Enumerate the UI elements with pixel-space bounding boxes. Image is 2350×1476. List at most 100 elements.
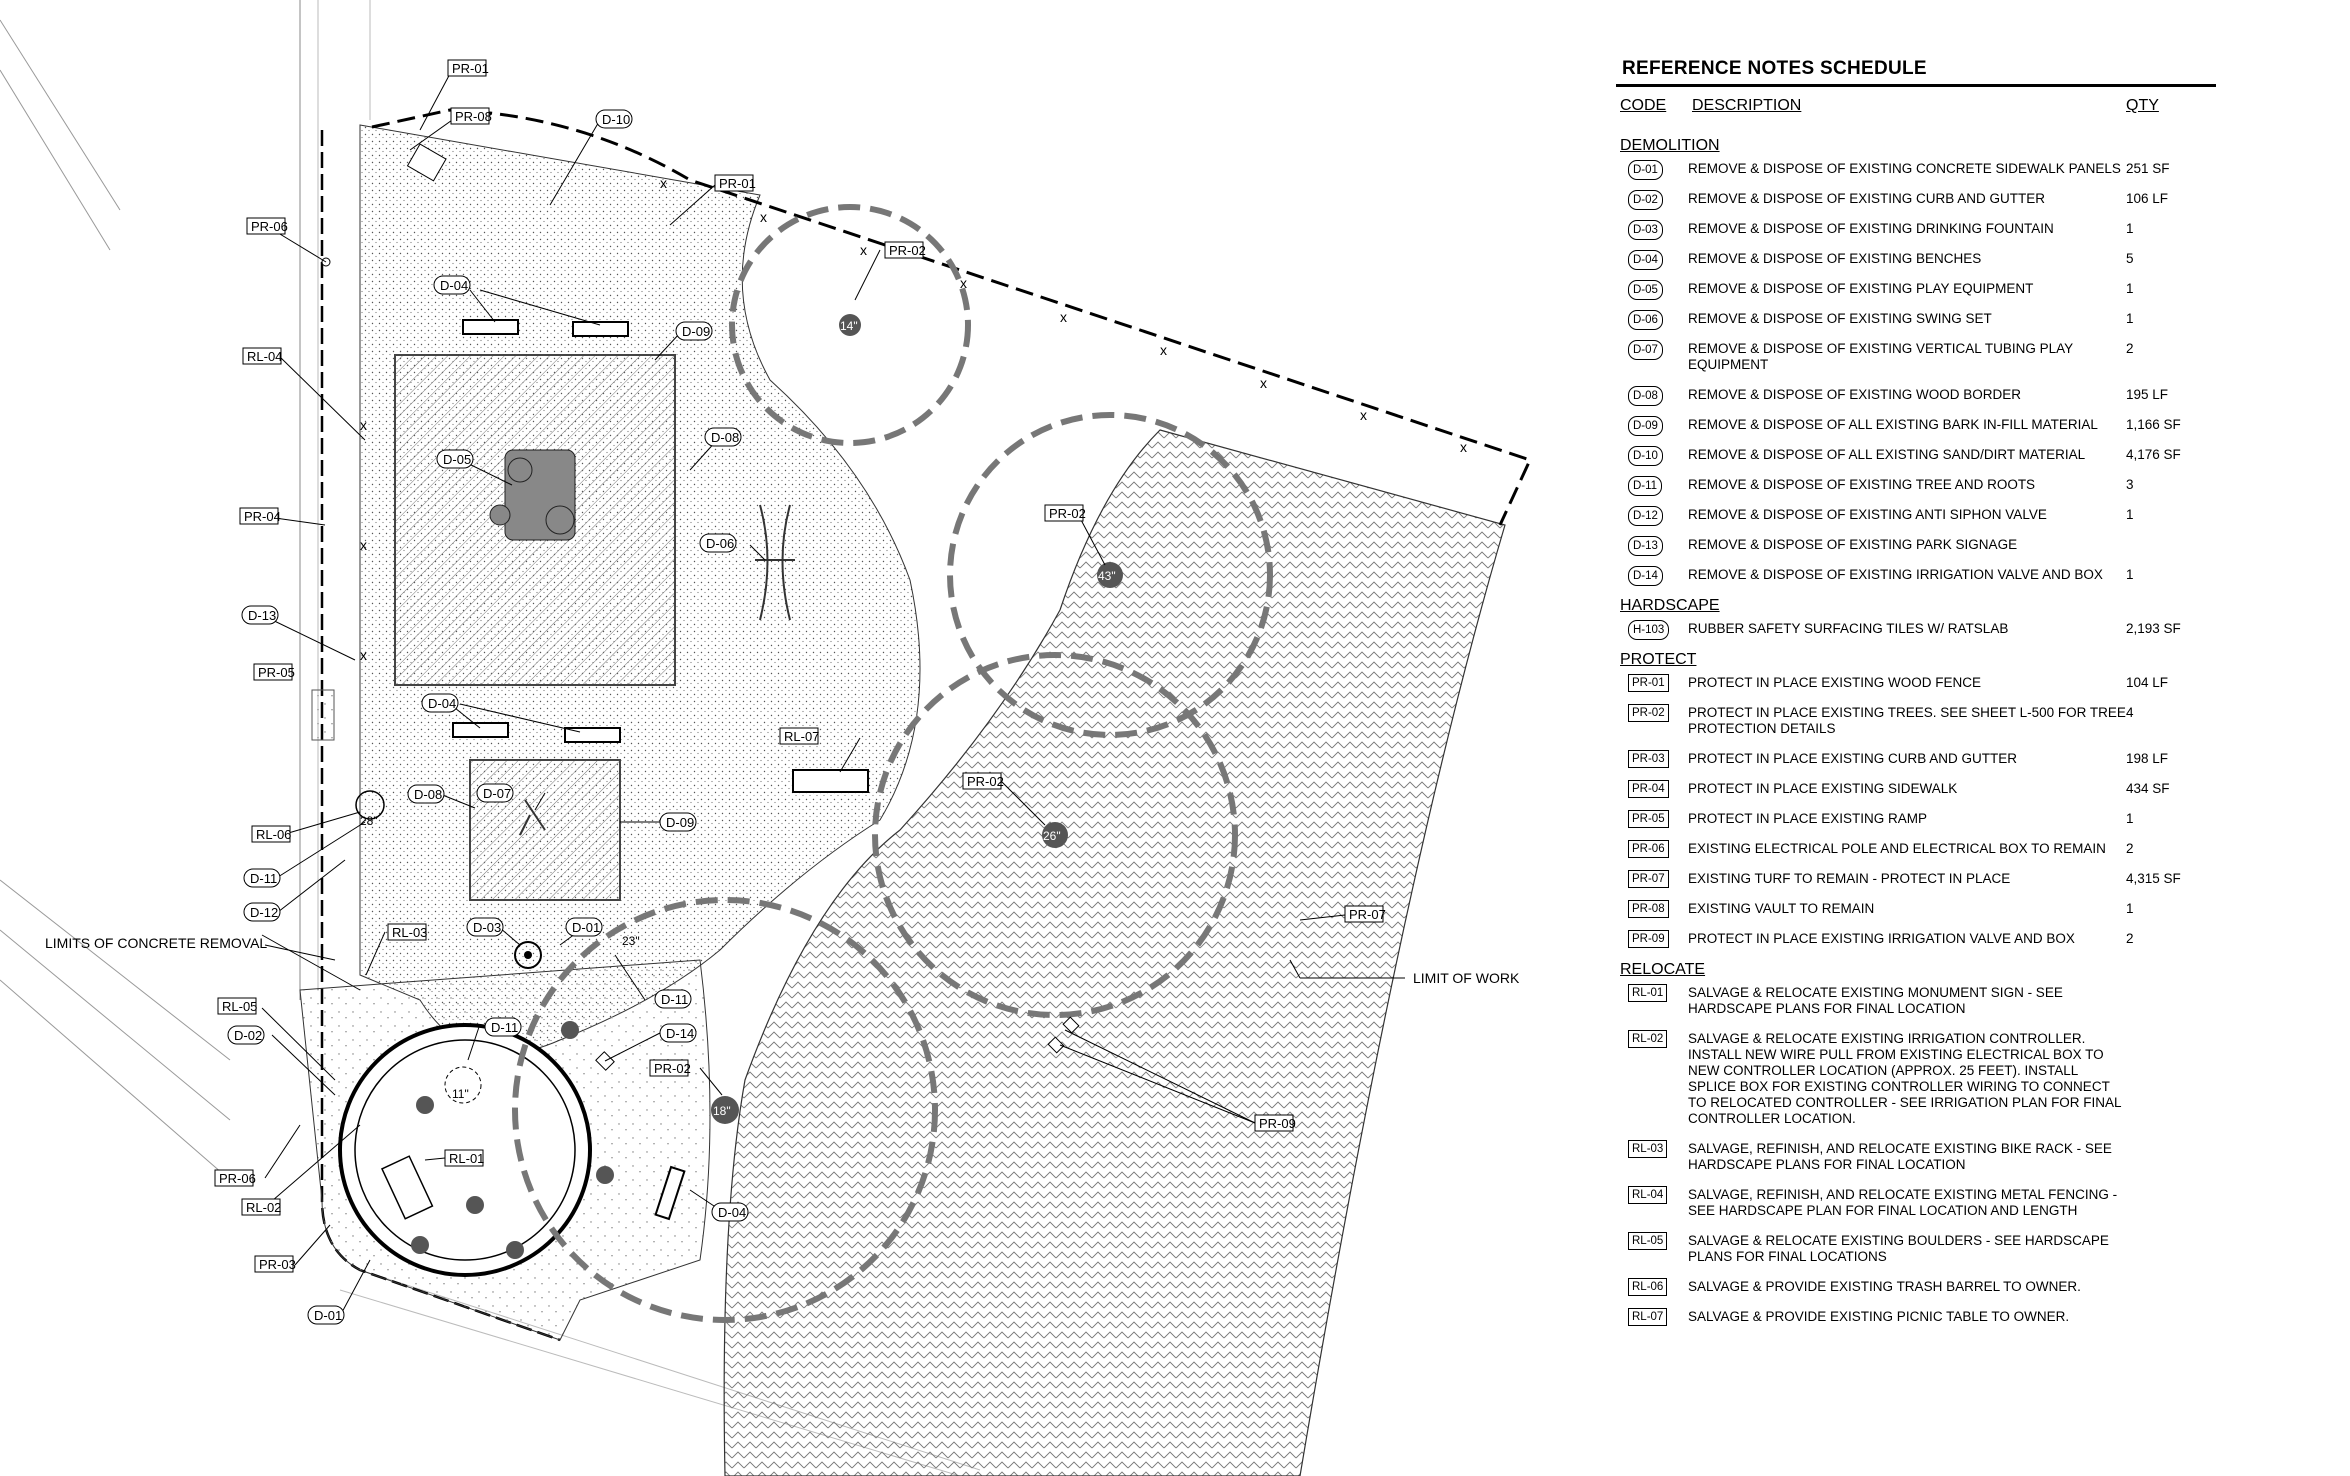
bench: [572, 321, 629, 337]
row-qty: 4,315 SF: [2126, 871, 2181, 886]
bench: [462, 319, 519, 335]
row-qty: 195 LF: [2126, 387, 2169, 402]
row-code: RL-06: [1628, 1278, 1668, 1296]
svg-text:PR-06: PR-06: [251, 219, 288, 234]
callout-rl-04: RL-04: [242, 347, 282, 365]
irrigation-valve-3: [1062, 1016, 1080, 1034]
svg-text:18": 18": [713, 1104, 731, 1118]
row-qty: 434 SF: [2126, 781, 2170, 796]
svg-text:x: x: [360, 537, 367, 553]
row-qty: 251 SF: [2126, 161, 2170, 176]
row-description: REMOVE & DISPOSE OF EXISTING PLAY EQUIPM…: [1688, 281, 2034, 296]
header-qty: QTY: [2126, 97, 2159, 114]
tubing-play-equipment: [519, 799, 546, 836]
callout-pr-01b: PR-01: [714, 174, 756, 192]
row-code: D-12: [1628, 506, 1663, 526]
circle-plaza-inner: [354, 1039, 576, 1261]
row-code: D-10: [1628, 446, 1663, 466]
svg-text:D-04: D-04: [440, 278, 468, 293]
row-code: PR-09: [1628, 930, 1669, 948]
callout-pr-06: PR-06: [246, 217, 288, 235]
callout-d-09: D-09: [675, 321, 713, 341]
callout-d-09b: D-09: [659, 812, 697, 832]
row-qty: 1: [2126, 567, 2134, 582]
row-qty: 1: [2126, 281, 2134, 296]
svg-text:PR-05: PR-05: [258, 665, 295, 680]
row-description: PROTECT IN PLACE EXISTING RAMP: [1688, 811, 1928, 826]
row-description: PROTECT IN PLACE EXISTING WOOD FENCE: [1688, 675, 1982, 690]
svg-text:RL-02: RL-02: [246, 1200, 281, 1215]
row-description: REMOVE & DISPOSE OF EXISTING WOOD BORDER: [1688, 387, 2022, 402]
callout-pr-03: PR-03: [254, 1255, 296, 1273]
row-description: EXISTING ELECTRICAL POLE AND ELECTRICAL …: [1688, 841, 2106, 856]
svg-text:PR-02: PR-02: [967, 774, 1004, 789]
svg-text:x: x: [1160, 342, 1167, 358]
callout-pr-02c: PR-02: [962, 772, 1004, 790]
row-description: SALVAGE, REFINISH, AND RELOCATE EXISTING…: [1688, 1141, 2112, 1172]
label-limit-of-work: LIMIT OF WORK: [1413, 970, 1520, 986]
row-description: SALVAGE & RELOCATE EXISTING BOULDERS - S…: [1688, 1233, 2109, 1264]
row-description: PROTECT IN PLACE EXISTING SIDEWALK: [1688, 781, 1958, 796]
callout-d-05: D-05: [436, 449, 474, 469]
callout-d-02: D-02: [227, 1025, 265, 1045]
tree-18: [711, 1096, 739, 1124]
turf-area: [723, 429, 1506, 1476]
row-qty: 3: [2126, 477, 2134, 492]
row-code: D-05: [1628, 280, 1663, 300]
svg-text:PR-02: PR-02: [654, 1061, 691, 1076]
tree-protection-zones: [512, 204, 1273, 1323]
row-description: SALVAGE & PROVIDE EXISTING PICNIC TABLE …: [1688, 1309, 2070, 1324]
row-qty: 1: [2126, 221, 2134, 236]
callout-d-04: D-04: [433, 275, 471, 295]
row-description: REMOVE & DISPOSE OF EXISTING IRRIGATION …: [1688, 567, 2103, 582]
callout-d-04b: D-04: [421, 693, 459, 713]
svg-text:D-14: D-14: [666, 1026, 694, 1041]
svg-text:D-08: D-08: [414, 787, 442, 802]
callouts: PR-01 PR-08 D-10 PR-06 PR-01 D-04 D-09 P…: [214, 59, 1386, 1325]
svg-text:x: x: [1060, 309, 1067, 325]
svg-text:PR-07: PR-07: [1349, 907, 1386, 922]
row-qty: 106 LF: [2126, 191, 2169, 206]
row-code: PR-04: [1628, 780, 1669, 798]
svg-text:D-01: D-01: [572, 920, 600, 935]
row-code: D-08: [1628, 386, 1663, 406]
row-description: REMOVE & DISPOSE OF ALL EXISTING BARK IN…: [1688, 417, 2098, 432]
row-code: RL-03: [1628, 1140, 1668, 1158]
svg-text:PR-04: PR-04: [244, 509, 281, 524]
site-plan: xxx xxx xxx xxx 14" 43" 26" 18" 23" 28" …: [0, 0, 1533, 1476]
row-qty: 104 LF: [2126, 675, 2169, 690]
svg-text:x: x: [1460, 439, 1467, 455]
svg-text:PR-02: PR-02: [1049, 506, 1086, 521]
callout-d-07: D-07: [476, 783, 514, 803]
svg-text:43": 43": [1098, 569, 1116, 583]
bench: [654, 1165, 686, 1221]
callout-rl-01: RL-01: [444, 1149, 484, 1167]
title-rule: [1616, 84, 2216, 87]
row-code: RL-04: [1628, 1186, 1668, 1204]
row-code: PR-07: [1628, 870, 1669, 888]
row-code: RL-01: [1628, 984, 1668, 1002]
reference-notes-schedule: REFERENCE NOTES SCHEDULE CODE DESCRIPTIO…: [1616, 58, 2216, 1339]
row-qty: 2: [2126, 931, 2134, 946]
schedule-row: D-05 REMOVE & DISPOSE OF EXISTING PLAY EQ…: [1616, 280, 2216, 300]
row-description: EXISTING TURF TO REMAIN - PROTECT IN PLA…: [1688, 871, 2011, 886]
schedule-row: PR-04 PROTECT IN PLACE EXISTING SIDEWALK 4…: [1616, 780, 2216, 798]
callout-rl-02: RL-02: [241, 1198, 281, 1216]
row-qty: 4,176 SF: [2126, 447, 2181, 462]
row-description: REMOVE & DISPOSE OF EXISTING DRINKING FO…: [1688, 221, 2054, 236]
section-title: HARDSCAPE: [1620, 597, 1720, 614]
callout-d-13: D-13: [241, 605, 279, 625]
drinking-fountain: [514, 941, 542, 969]
svg-text:D-04: D-04: [718, 1205, 746, 1220]
callout-pr-06b: PR-06: [214, 1169, 256, 1187]
svg-text:D-03: D-03: [473, 920, 501, 935]
svg-text:PR-03: PR-03: [259, 1257, 296, 1272]
